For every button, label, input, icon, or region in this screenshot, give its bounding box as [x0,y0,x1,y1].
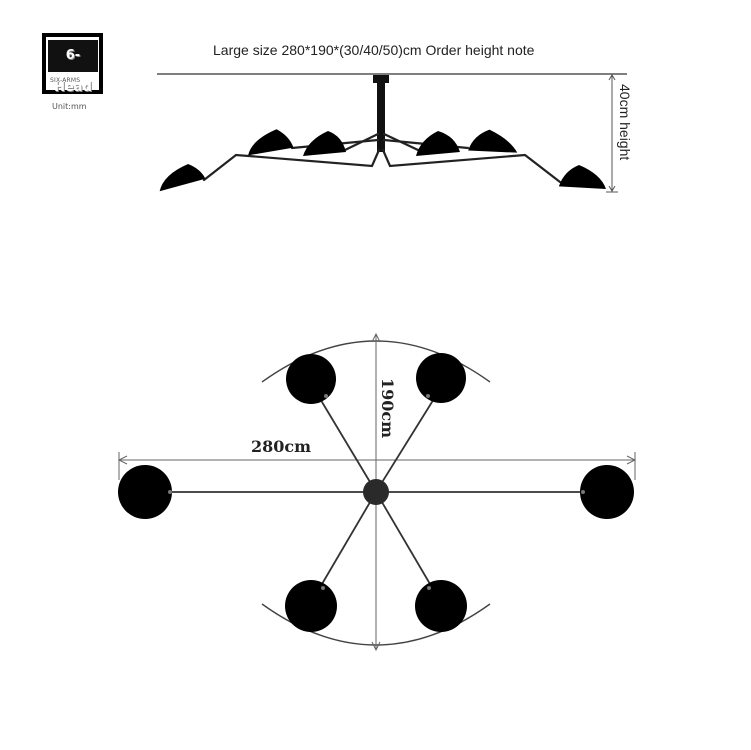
center-stem [377,82,385,152]
top-view: 190cm 280cm [117,332,637,652]
plan-arm-bottom-left [321,491,377,585]
side-shade-3 [303,131,346,156]
badge-head-label: 6-Head [48,40,98,95]
plan-shade-right [580,465,634,519]
diagram-title: Large size 280*190*(30/40/50)cm Order he… [213,42,535,58]
side-arm-left-short [343,132,380,152]
six-head-badge: 6-Head SIX-ARMS [42,33,103,95]
side-shades [159,129,606,192]
unit-label: Unit:mm [52,102,87,111]
width-dimension [117,452,637,480]
plan-shade-top-right [416,353,466,403]
height-label: 40cm height [617,84,633,160]
ceiling-canopy [373,75,389,83]
side-arm-right-short [382,132,420,152]
side-shade-2 [248,129,294,156]
badge-subtitle: SIX-ARMS [50,77,81,84]
side-shade-5 [468,129,518,153]
side-arm-right-long [381,148,562,184]
depth-label: 190cm [378,378,397,438]
side-view: 40cm height [157,73,633,193]
center-hub [363,479,389,505]
plan-arm-top-left [321,401,377,493]
side-shade-4 [416,131,460,156]
side-shade-1 [159,164,206,192]
width-label: 280cm [251,437,311,456]
plan-shade-top-left [286,354,336,404]
plan-shade-bottom-right [415,580,467,632]
plan-shade-left [118,465,172,519]
plan-arm-bottom-right [375,491,431,585]
plan-shades [118,353,634,632]
plan-arms [169,401,585,585]
side-arm-left-long [202,148,381,182]
plan-arm-top-right [375,401,433,493]
plan-shade-bottom-left [285,580,337,632]
side-shade-6 [558,165,606,190]
height-dimension [606,73,618,193]
